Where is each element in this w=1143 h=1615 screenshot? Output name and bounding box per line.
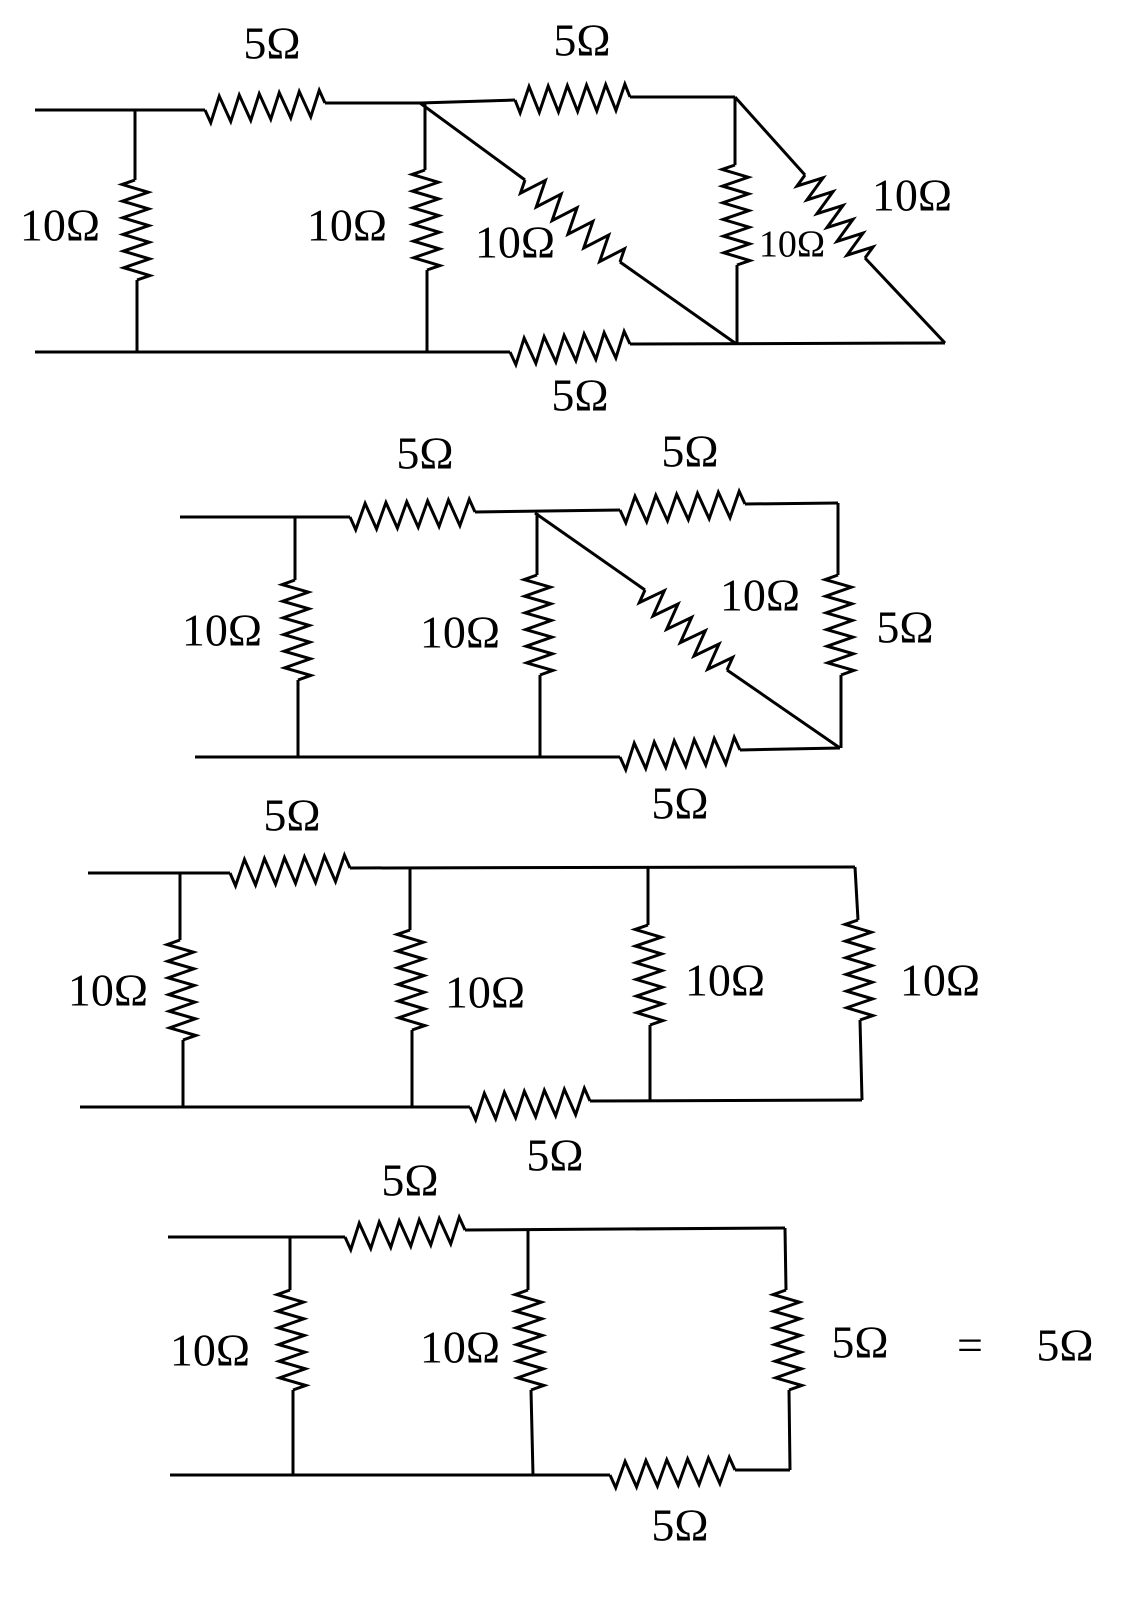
wire (474, 508, 621, 514)
resistor-label: 5Ω (243, 18, 300, 69)
resistor-label: 10Ω (759, 224, 825, 266)
equivalent-resistance: 5Ω (1036, 1320, 1093, 1371)
circuit-3-labels: 5Ω 10Ω 10Ω 10Ω 10Ω 5Ω (68, 790, 980, 1181)
resistor-label: 10Ω (20, 200, 100, 251)
resistor-label: 5Ω (661, 426, 718, 477)
resistor-symbol (348, 495, 477, 534)
resistor-label: 5Ω (553, 15, 610, 66)
wire (419, 101, 526, 182)
resistor-label: 5Ω (396, 428, 453, 479)
resistor-label: 5Ω (651, 778, 708, 829)
resistor-symbol (793, 174, 877, 259)
resistor-label: 10Ω (307, 200, 387, 251)
resistor-symbol (117, 178, 155, 282)
resistor-label: 10Ω (420, 1322, 500, 1373)
wire (589, 1098, 863, 1103)
resistor-symbol (162, 938, 201, 1042)
wire (349, 865, 856, 870)
resistor-label: 10Ω (445, 967, 525, 1018)
resistor-symbol (636, 587, 736, 673)
wire (787, 1389, 792, 1471)
wire (733, 95, 807, 177)
resistor-label: 10Ω (420, 607, 500, 658)
wire (739, 746, 841, 752)
resistor-symbol (203, 86, 327, 127)
resistor-label: 10Ω (685, 955, 765, 1006)
resistor-symbol (717, 163, 755, 267)
resistor-symbol (519, 573, 558, 677)
resistor-label: 10Ω (872, 170, 952, 221)
resistor-symbol (468, 1084, 592, 1124)
resistor-label: 5Ω (263, 790, 320, 841)
resistor-label: 10Ω (182, 605, 262, 656)
resistor-label: 5Ω (831, 1317, 888, 1368)
resistor-symbol (618, 733, 742, 774)
resistor-label: 10Ω (68, 965, 148, 1016)
resistor-label: 5Ω (381, 1155, 438, 1206)
wires (35, 79, 947, 1492)
resistor-label: 5Ω (876, 602, 933, 653)
resistor-label: 5Ω (551, 370, 608, 421)
resistor-symbol (392, 928, 430, 1032)
resistor-symbol (608, 1453, 737, 1492)
wire (853, 866, 860, 921)
equals-sign: = (957, 1320, 983, 1371)
resistor-symbol (840, 918, 878, 1022)
circuit-1-labels: 5Ω 5Ω 10Ω 10Ω 10Ω 10Ω 10Ω 5Ω (20, 15, 952, 421)
resistor-label: 5Ω (526, 1130, 583, 1181)
resistor-label: 10Ω (475, 217, 555, 268)
wire (464, 1226, 786, 1232)
resistor-symbol (630, 923, 668, 1027)
wire (534, 511, 646, 592)
resistor-symbol (508, 327, 632, 369)
wire (783, 1227, 788, 1291)
resistor-symbol (277, 578, 316, 682)
resistor-symbol (517, 177, 628, 265)
resistor-symbol (272, 1288, 311, 1392)
resistor-symbol (510, 1288, 549, 1392)
resistor-symbol (618, 487, 747, 527)
wire (863, 256, 947, 345)
wire (858, 1019, 864, 1101)
wire (529, 1389, 535, 1476)
resistor-symbol (407, 168, 445, 272)
resistor-symbol (768, 1288, 807, 1392)
wire (744, 501, 839, 506)
wire (629, 341, 946, 346)
resistor-symbol (513, 79, 632, 118)
resistor-symbol (820, 573, 859, 677)
wire (619, 260, 736, 345)
resistor-label: 10Ω (720, 570, 800, 621)
resistor-label: 5Ω (651, 1500, 708, 1551)
resistor-label: 10Ω (170, 1325, 250, 1376)
wire (325, 98, 516, 105)
circuit-4-labels: 5Ω 10Ω 10Ω 5Ω 5Ω = 5Ω (170, 1155, 1094, 1551)
resistor-symbol (343, 1213, 467, 1254)
resistor-label: 10Ω (900, 955, 980, 1006)
resistor-symbol (228, 851, 352, 890)
circuit-2-labels: 5Ω 5Ω 10Ω 10Ω 10Ω 5Ω 5Ω (182, 426, 934, 829)
wire (726, 668, 841, 750)
